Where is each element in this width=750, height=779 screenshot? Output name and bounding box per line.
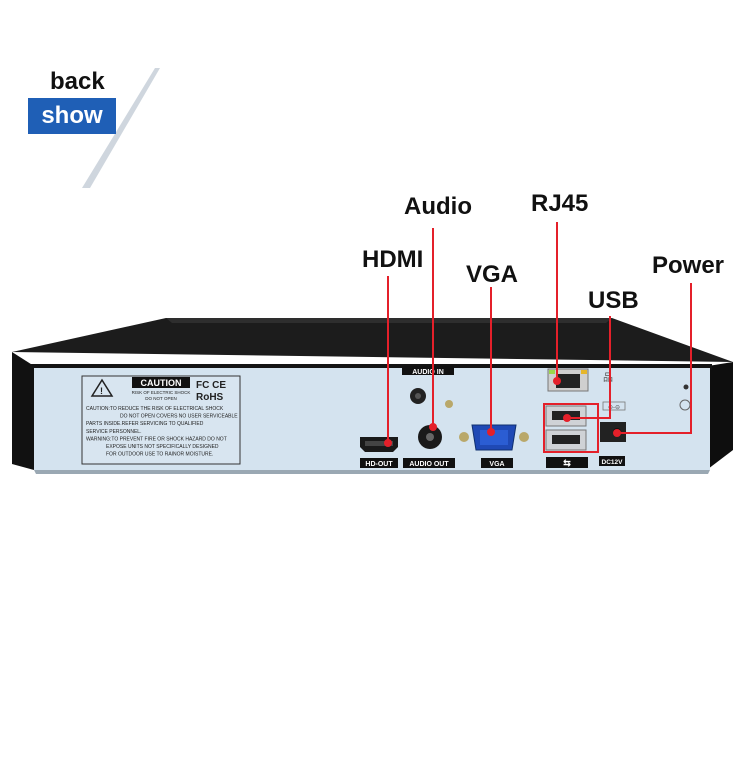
warning-line: SERVICE PERSONNEL. <box>86 429 141 435</box>
badge-slash-graphic <box>82 68 160 188</box>
usb-symbol-icon: ⇆ <box>563 458 571 468</box>
fc-ce-mark: FC CE <box>196 380 226 391</box>
hd-out-label: HD-OUT <box>365 461 393 468</box>
callout-usb: USB <box>588 287 639 314</box>
caution-sub2: DO NOT OPEN <box>145 396 176 401</box>
callout-rj45: RJ45 <box>531 190 589 217</box>
warning-line: FOR OUTDOOR USE TO RAINOR MOISTURE. <box>106 452 213 458</box>
screw-icon <box>683 384 689 390</box>
warning-triangle-icon <box>90 378 114 397</box>
dc12v-label: DC12V <box>602 459 624 466</box>
caution-sub1: RISK OF ELECTRIC SHOCK <box>132 390 191 395</box>
badge-back-text: back <box>50 68 105 95</box>
warning-line: DO NOT OPEN COVERS NO USER SERVICEABLE <box>120 414 238 420</box>
audio-out-label: AUDIO OUT <box>409 461 449 468</box>
caution-title: CAUTION <box>141 378 182 388</box>
network-icon: 品 <box>603 372 613 384</box>
callout-audio: Audio <box>404 193 472 220</box>
callout-power: Power <box>652 252 725 279</box>
chassis-top <box>12 318 733 362</box>
svg-text:!: ! <box>100 386 103 396</box>
warning-line: WARNING:TO PREVENT FIRE OR SHOCK HAZARD … <box>86 436 227 442</box>
callout-hdmi: HDMI <box>362 246 424 273</box>
warning-text-block: CAUTION:TO REDUCE THE RISK OF ELECTRICAL… <box>86 406 238 458</box>
svg-text:⊕-⊖: ⊕-⊖ <box>608 405 620 411</box>
rohs-mark: RoHS <box>196 392 224 403</box>
audio-in-label: AUDIO IN <box>412 369 444 376</box>
chassis-left-side <box>12 352 34 470</box>
callout-dots <box>384 377 621 447</box>
callout-lines <box>387 222 692 442</box>
chassis-right-side <box>708 362 733 469</box>
callout-vga: VGA <box>466 261 519 288</box>
vga-label: VGA <box>489 461 504 468</box>
back-show-badge: back show <box>20 58 160 188</box>
warning-line: EXPOSE UNITS NOT SPECIFICALLY DESIGNED <box>106 444 219 450</box>
badge-show-text: show <box>28 98 116 134</box>
warning-line: PARTS INSIDE.REFER SERVICING TO QUALIFIE… <box>86 421 204 427</box>
warning-line: CAUTION:TO REDUCE THE RISK OF ELECTRICAL… <box>86 406 224 412</box>
